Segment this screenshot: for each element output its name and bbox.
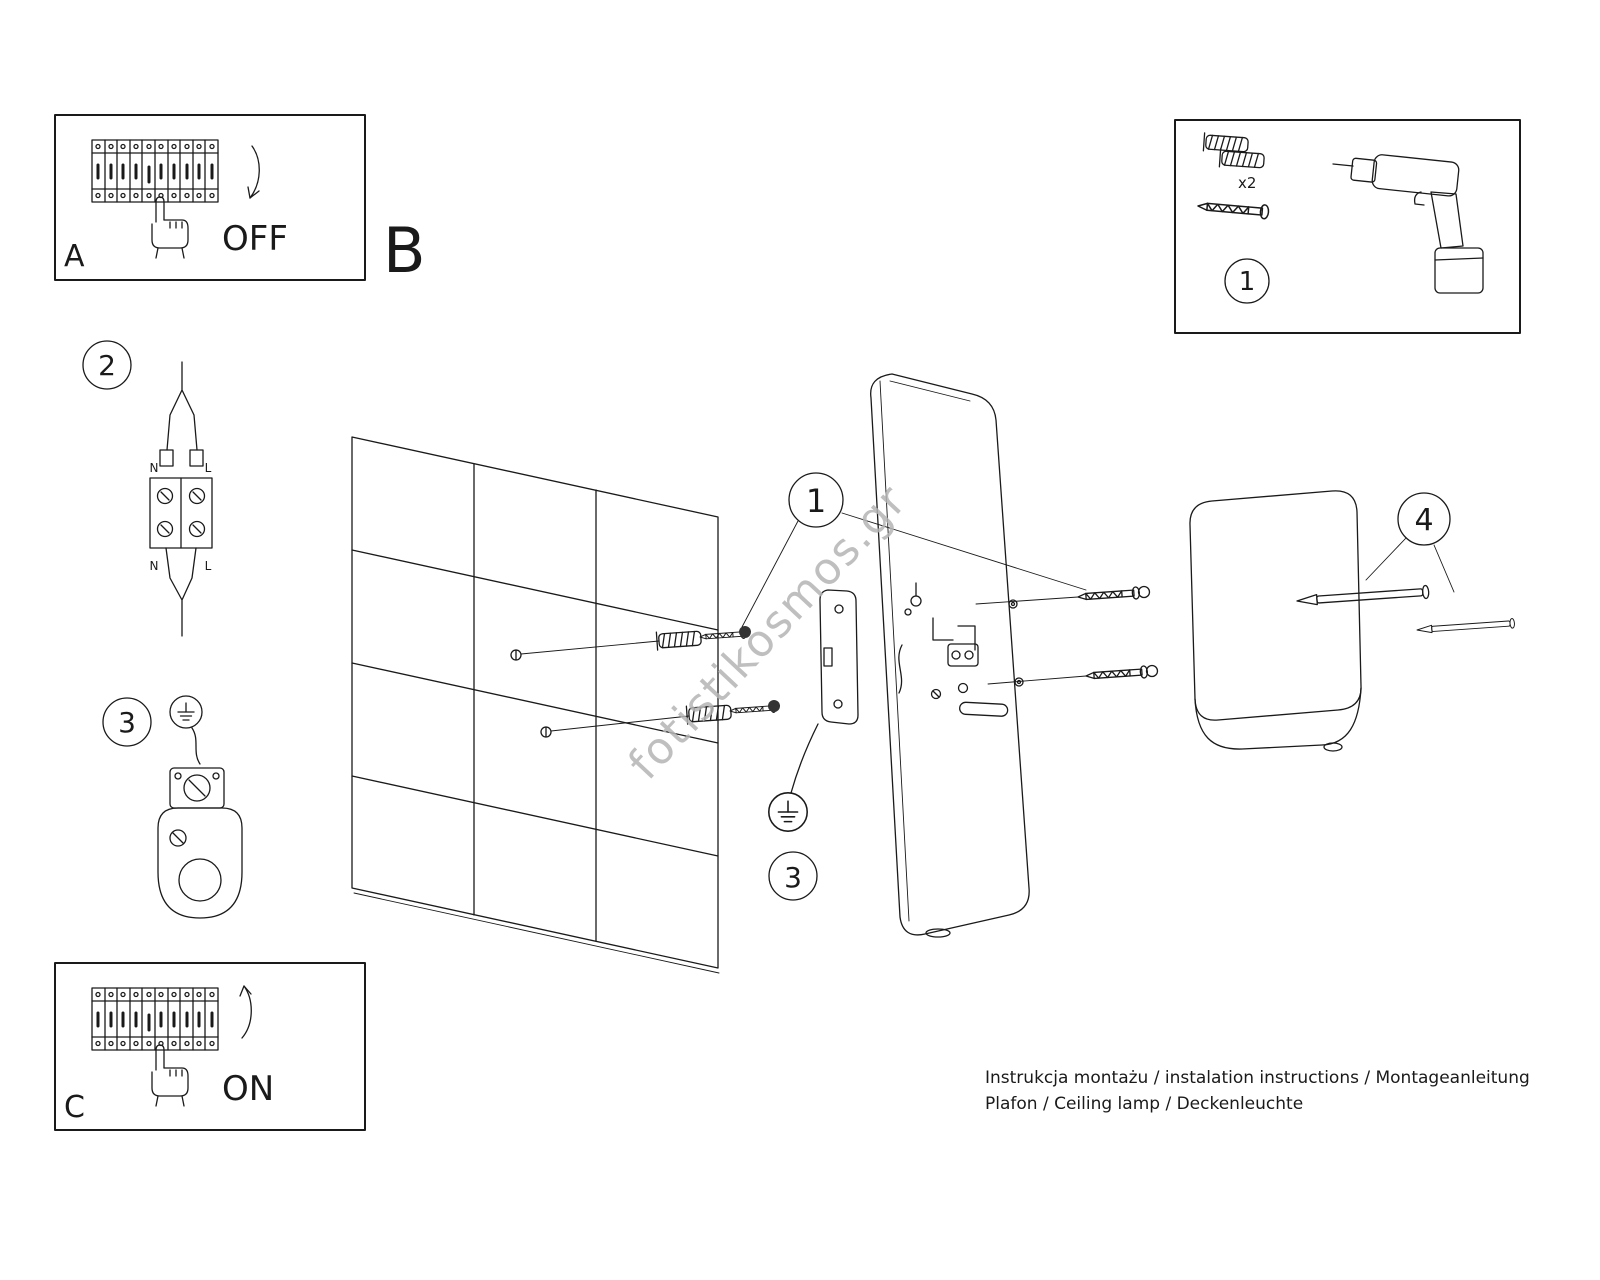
box-a-border (54, 114, 366, 281)
ground-callout: 3 (768, 792, 818, 901)
lamp-socket-diagram (157, 767, 243, 919)
hand-icon (151, 1044, 189, 1107)
screw-icon (1196, 198, 1270, 220)
footer-line-2: Plafon / Ceiling lamp / Deckenleuchte (985, 1094, 1303, 1114)
neutral-label-bottom: N (150, 559, 159, 573)
switch-off-arrow-icon (247, 145, 260, 199)
wall-plug-icon (1218, 148, 1266, 171)
power-on-box: ON C (54, 962, 366, 1131)
tiled-wall (351, 436, 720, 974)
power-off-box: OFF A (54, 114, 366, 281)
quantity-label: x2 (1238, 174, 1256, 192)
off-label: OFF (222, 219, 288, 259)
breaker-panel-icon (90, 138, 220, 204)
lamp-wires (165, 547, 197, 637)
section-b-label: B (383, 214, 426, 287)
watermark: fotistikosmos.gr (619, 475, 917, 790)
step-1-number: 1 (1239, 267, 1256, 297)
ground-symbol-icon (169, 695, 203, 729)
ground-symbol-icon (768, 792, 808, 832)
plate-ground-wire (790, 723, 819, 794)
step-2-badge (82, 340, 132, 390)
footer-line-1: Instrukcja montażu / instalation instruc… (985, 1068, 1530, 1088)
wall-fixing-points (510, 640, 690, 738)
breaker-panel-icon (90, 986, 220, 1052)
mounting-pin-icon (1416, 617, 1516, 636)
lamp-back-panel (870, 373, 1030, 938)
lamp-front-cover (1189, 490, 1362, 752)
step-3-badge-center (768, 851, 818, 901)
supply-wires (166, 361, 198, 451)
step-1-callout: 1 (741, 472, 1087, 628)
step-3-callout-number: 3 (784, 861, 802, 894)
step-3-number: 3 (118, 706, 136, 739)
step-1-callout-number: 1 (806, 482, 826, 520)
neutral-label-top: N (150, 461, 159, 475)
dowel-assembly-top (655, 626, 751, 651)
wire-ferrule (189, 449, 204, 467)
step-4-callout-number: 4 (1414, 503, 1433, 538)
box-c-label: C (64, 1090, 85, 1125)
ground-wire (191, 727, 201, 765)
switch-on-arrow-icon (239, 985, 252, 1039)
wire-ferrule (159, 449, 174, 467)
box-a-label: A (64, 239, 85, 274)
hand-icon (151, 196, 189, 259)
grounding-diagram: 3 (102, 695, 243, 919)
box-c-border (54, 962, 366, 1131)
step-3-badge (102, 697, 152, 747)
parts-box-border (1174, 119, 1521, 334)
step-2-number: 2 (98, 349, 116, 382)
dowel-assembly-bottom (685, 700, 780, 725)
line-label-top: L (205, 461, 212, 475)
step-4-callout: 4 (1295, 492, 1516, 636)
cover-fixing-screws (975, 585, 1159, 685)
step-1-badge (1224, 258, 1270, 304)
parts-box: x2 1 (1174, 119, 1521, 334)
mounting-pin-icon (1295, 584, 1430, 609)
mounting-plate (790, 589, 859, 794)
exploded-view: 1 3 (351, 373, 1516, 974)
drill-icon (1332, 154, 1484, 294)
on-label: ON (222, 1069, 274, 1109)
wiring-diagram: 2 N L N L (82, 340, 213, 637)
line-label-bottom: L (205, 559, 212, 573)
